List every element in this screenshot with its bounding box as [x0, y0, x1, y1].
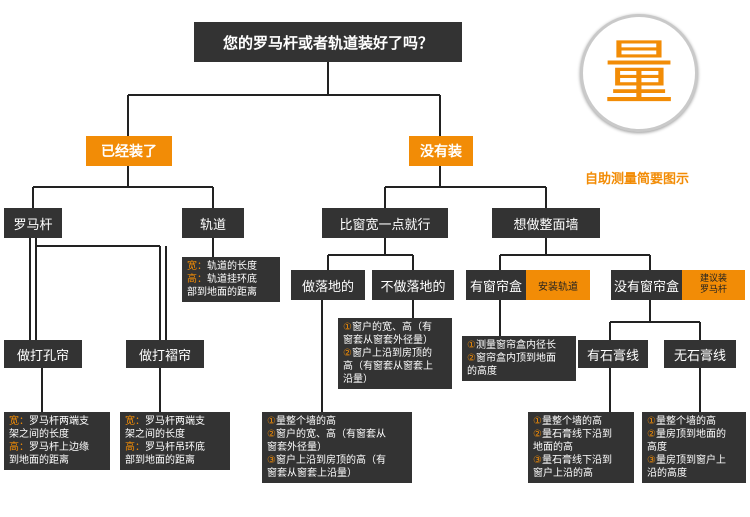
option-punch-curtain: 做打孔帘	[4, 340, 82, 368]
note-has-curtain-box: ①测量窗帘盒内径长 ②窗帘盒内顶到地面 的高度	[462, 336, 576, 381]
note-punch-curtain: 宽：罗马杆两端支 架之间的长度 高：罗马杆上边缘 到地面的距离	[4, 412, 110, 470]
branch-not-installed: 没有装	[409, 136, 473, 166]
branch-installed: 已经装了	[86, 136, 172, 166]
root-question: 您的罗马杆或者轨道装好了吗？	[194, 22, 462, 62]
note-track: 宽：轨道的长度 高：轨道挂环底 部到地面的距离	[182, 257, 280, 302]
tag-suggest-rod: 建议装 罗马杆	[682, 270, 745, 300]
option-roman-rod: 罗马杆	[4, 208, 62, 238]
option-without-gypsum-line: 无石膏线	[664, 340, 736, 368]
option-not-floor-length: 不做落地的	[372, 270, 454, 300]
measure-logo-char: 量	[604, 32, 674, 114]
option-slightly-wider: 比窗宽一点就行	[322, 208, 448, 238]
note-pleat-curtain: 宽：罗马杆两端支 架之间的长度 高：罗马杆吊环底 部到地面的距离	[120, 412, 230, 470]
option-track: 轨道	[182, 208, 244, 238]
option-has-curtain-box: 有窗帘盒 安装轨道	[466, 270, 590, 300]
note-with-gypsum-line: ①量整个墙的高 ②量石膏线下沿到 地面的高 ③量石膏线下沿到 窗户上沿的高	[528, 412, 634, 483]
note-not-floor-length: ①窗户的宽、高（有 窗套从窗套外径量） ②窗户上沿到房顶的 高（有窗套从窗套上 …	[338, 318, 452, 389]
logo-caption: 自助测量简要图示	[585, 172, 690, 187]
option-no-curtain-box: 没有窗帘盒 建议装 罗马杆	[611, 270, 745, 300]
note-without-gypsum-line: ①量整个墙的高 ②量房顶到地面的 高度 ③量房顶到窗户上 沿的高度	[642, 412, 746, 483]
note-floor-length: ①量整个墙的高 ②窗户的宽、高（有窗套从 窗套外径量） ③窗户上沿到房顶的高（有…	[262, 412, 412, 483]
option-with-gypsum-line: 有石膏线	[578, 340, 648, 368]
measure-logo: 量	[580, 14, 698, 132]
tag-install-track: 安装轨道	[526, 270, 590, 300]
option-floor-length: 做落地的	[291, 270, 365, 300]
option-full-wall: 想做整面墙	[492, 208, 600, 238]
option-pleat-curtain: 做打褶帘	[126, 340, 204, 368]
